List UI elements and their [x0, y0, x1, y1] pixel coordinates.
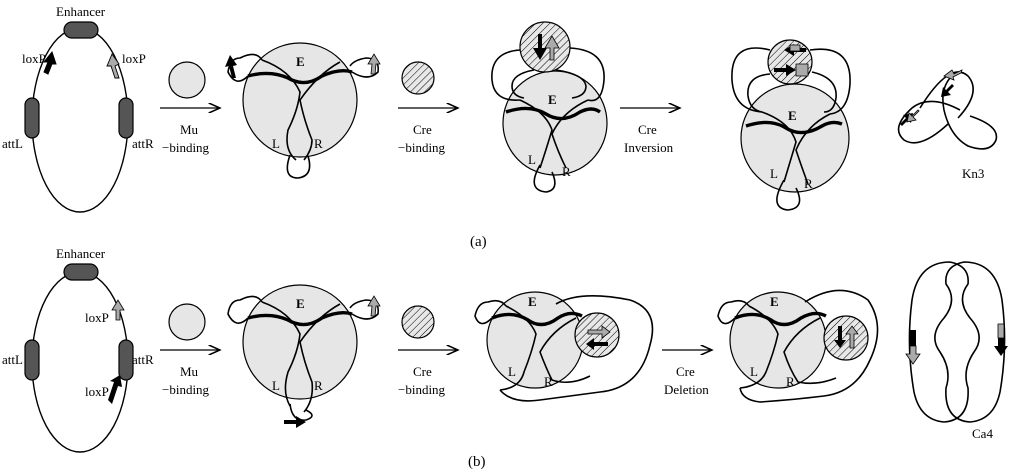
- loxP-left-label: loxP: [22, 51, 46, 66]
- step2-label-line2: −binding: [398, 382, 446, 397]
- mu-protein-ball: [169, 304, 205, 340]
- trefoil-knot-Kn3: Kn3: [899, 70, 997, 181]
- loxP-upper-label: loxP: [85, 310, 109, 325]
- step3-label-line2: Deletion: [664, 382, 709, 397]
- enhancer-site: [64, 264, 98, 280]
- ring-2: [935, 262, 1005, 422]
- attR-label: attR: [132, 352, 154, 367]
- attL-L-label: L: [272, 378, 280, 393]
- attL-L-label: L: [508, 364, 516, 379]
- loxP-right-label: loxP: [122, 51, 146, 66]
- loxP-gray-arrow-2: [796, 64, 808, 76]
- attR-R-label: R: [314, 136, 323, 151]
- mu-complex-b: E L R: [228, 285, 380, 428]
- attL-label: attL: [2, 136, 23, 151]
- enhancer-label: Enhancer: [56, 4, 106, 19]
- enhancer-E-label: E: [528, 294, 537, 309]
- step1-label-line1: Mu: [180, 122, 199, 137]
- inversion-complex: E L R: [732, 40, 850, 210]
- knot-gray-arrow: [944, 70, 962, 80]
- attR-label: attR: [132, 136, 154, 151]
- attL-L-label: L: [272, 136, 280, 151]
- attR-R-label: R: [544, 374, 553, 389]
- attR-R-label: R: [314, 378, 323, 393]
- enhancer-E-label: E: [296, 296, 305, 311]
- enhancer-E-label: E: [296, 54, 305, 69]
- substrate-b: Enhancer loxP loxP attL attR: [2, 246, 154, 452]
- cre-synapse: [824, 316, 868, 360]
- cre-protein-ball: [402, 62, 434, 94]
- attL-site: [25, 340, 39, 380]
- substrate-a: Enhancer loxP loxP attL attR: [2, 4, 154, 212]
- step1-label-line2: −binding: [162, 140, 210, 155]
- step2-label-line2: −binding: [398, 140, 446, 155]
- mu-transpososome: [503, 71, 607, 175]
- ring-black-arrow-2: [994, 338, 1008, 356]
- loxP-lower-label: loxP: [85, 384, 109, 399]
- step3-label-line2: Inversion: [624, 140, 674, 155]
- ring-gray-arrow: [906, 346, 920, 364]
- deletion-complex: E L R: [718, 290, 878, 402]
- product-label: Kn3: [962, 166, 984, 181]
- attR-R-label: R: [804, 176, 813, 191]
- attR-R-label: R: [562, 164, 571, 179]
- attL-site: [25, 98, 39, 138]
- enhancer-label: Enhancer: [56, 246, 106, 261]
- enhancer-E-label: E: [788, 108, 797, 123]
- attL-L-label: L: [750, 364, 758, 379]
- step3-label-line1: Cre: [638, 122, 657, 137]
- cre-complex-b: E L R: [475, 292, 653, 401]
- mu-protein-ball: [169, 62, 205, 98]
- dna-bottom-loop: [287, 155, 309, 178]
- step1-label-line1: Mu: [180, 364, 199, 379]
- attR-site: [119, 340, 133, 380]
- cre-synapse: [575, 313, 619, 357]
- attR-site: [119, 98, 133, 138]
- step1-label-line2: −binding: [162, 382, 210, 397]
- cre-protein-ball: [402, 306, 434, 338]
- product-label: Ca4: [972, 426, 993, 441]
- attL-L-label: L: [770, 166, 778, 181]
- step2-label-line1: Cre: [413, 364, 432, 379]
- step2-label-line1: Cre: [413, 122, 432, 137]
- loxP-black-arrow: [108, 375, 122, 404]
- catenane-Ca4: Ca4: [906, 262, 1008, 441]
- cre-synapse: [520, 22, 570, 72]
- attR-R-label: R: [786, 374, 795, 389]
- dna-ring: [32, 272, 128, 452]
- enhancer-site: [64, 22, 98, 38]
- panel-b: Enhancer loxP loxP attL attR Mu −binding…: [2, 246, 1008, 470]
- attL-label: attL: [2, 352, 23, 367]
- knot-black-arrow: [941, 84, 954, 97]
- attL-L-label: L: [528, 152, 536, 167]
- enhancer-E-label: E: [770, 294, 779, 309]
- ring-gray-arrow-2: [998, 324, 1004, 338]
- panel-a: Enhancer loxP loxP attL attR Mu −binding…: [2, 4, 996, 250]
- cre-complex-a: E L R: [492, 22, 607, 192]
- step3-label-line1: Cre: [676, 364, 695, 379]
- panel-caption: (b): [468, 454, 486, 470]
- enhancer-E-label: E: [548, 92, 557, 107]
- mu-complex-a: E L R: [225, 43, 380, 178]
- panel-caption: (a): [470, 234, 487, 250]
- loxP-gray-arrow: [107, 54, 119, 78]
- ring-black-arrow: [910, 330, 916, 346]
- loxP-gray-arrow: [790, 45, 800, 51]
- ring-1: [909, 262, 979, 422]
